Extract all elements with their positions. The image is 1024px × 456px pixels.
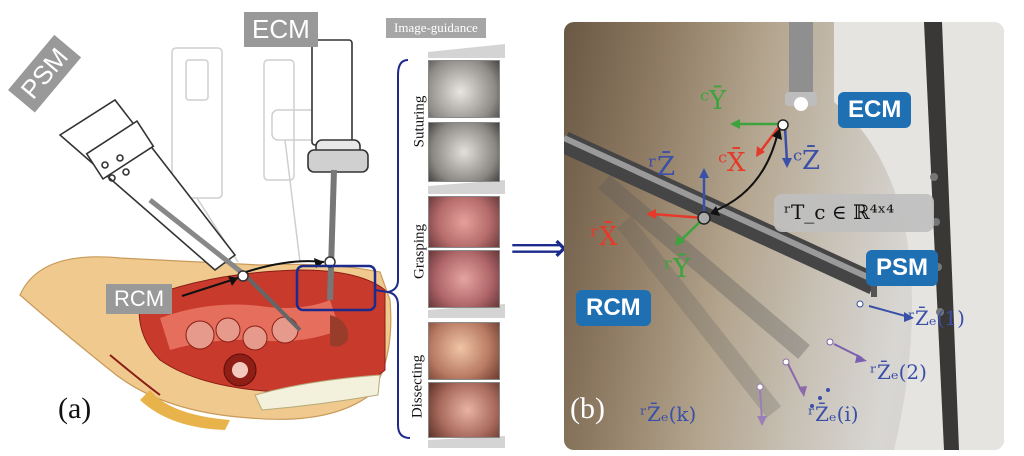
panel-a-label: (a) <box>58 392 92 425</box>
zoom-box <box>295 264 377 312</box>
ecm-tag-b: ECM <box>838 92 912 128</box>
rcm-tag-a: RCM <box>106 284 173 314</box>
end-effector-label-k: ʳZ̄ₑ(k) <box>640 402 697 426</box>
guidance-bracket <box>387 59 411 439</box>
ghost-instruments <box>171 47 345 263</box>
end-effector-label-i: ʳZ̄ₑ(i) <box>808 402 859 426</box>
dissecting-thumb-2 <box>428 382 500 438</box>
task-label-grasping: Grasping <box>411 224 428 279</box>
end-effector-label-2: ʳZ̄ₑ(2) <box>870 360 927 384</box>
psm-instrument-drawing <box>58 98 302 332</box>
transition-arrow: ⟹ <box>510 225 568 271</box>
ecm-instrument-drawing <box>307 39 369 301</box>
end-effector-label-1: ʳZ̄ₑ(1) <box>908 306 965 330</box>
transform-label: ʳT_c ∈ ℝ⁴ˣ⁴ <box>784 200 895 224</box>
suturing-thumb-2 <box>428 122 500 182</box>
rcm-markers <box>181 256 336 297</box>
panel-b-photo <box>564 22 1004 450</box>
task-label-suturing: Suturing <box>411 95 428 148</box>
dissecting-thumb-1 <box>428 322 500 380</box>
ecm-tag-a: ECM <box>244 12 318 47</box>
task-label-dissecting: Dissecting <box>409 354 426 419</box>
grasping-thumb-2 <box>428 250 500 308</box>
camera-y-label: ᶜȲ <box>700 86 727 116</box>
camera-x-label: ᶜX̄ <box>718 148 746 178</box>
suturing-thumb-1 <box>428 60 500 118</box>
rcm-z-label: ʳZ̄ <box>648 152 676 182</box>
rcm-tag-b: RCM <box>576 290 651 326</box>
camera-z-label: ᶜZ̄ <box>793 146 821 176</box>
psm-tag-b: PSM <box>866 250 939 286</box>
image-guidance-title: Image-guidance <box>386 18 486 38</box>
rcm-x-label: ʳX̄ <box>590 222 618 252</box>
panel-b-label: (b) <box>570 392 605 425</box>
rcm-y-label: ʳȲ <box>664 254 691 284</box>
grasping-thumb-1 <box>428 196 500 248</box>
